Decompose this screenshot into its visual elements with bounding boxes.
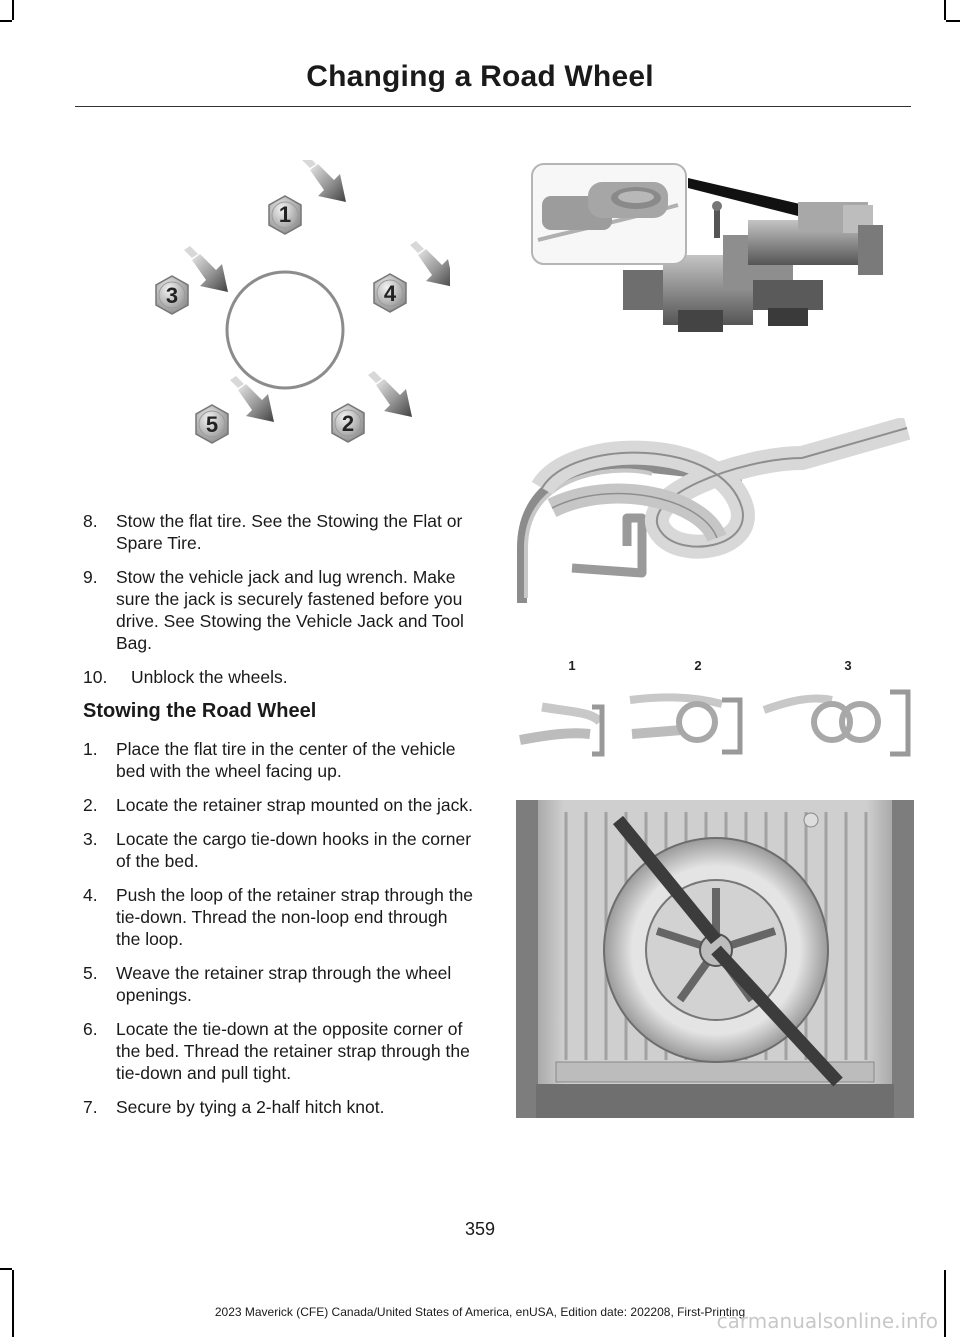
step-number: 7. <box>83 1097 98 1117</box>
step-5: 5. Weave the retainer strap through the … <box>83 962 475 1006</box>
step-8: 8. Stow the flat tire. See the Stowing t… <box>83 510 475 554</box>
lug-nut-label-2: 2 <box>342 411 354 436</box>
step-9: 9. Stow the vehicle jack and lug wrench.… <box>83 566 475 654</box>
step-2: 2. Locate the retainer strap mounted on … <box>83 794 475 816</box>
step-number: 2. <box>83 795 98 815</box>
lug-nut-sequence-figure: 1 4 3 2 5 <box>155 160 450 444</box>
knot-step-1 <box>519 702 605 757</box>
knot-step-2 <box>629 693 743 755</box>
half-hitch-knot-figure <box>517 418 911 603</box>
step-number: 9. <box>83 567 98 587</box>
step-4: 4. Push the loop of the retainer strap t… <box>83 884 475 950</box>
crop-mark <box>944 1270 946 1337</box>
jack-body <box>623 201 883 332</box>
truck-bed-figure <box>516 800 914 1118</box>
crop-mark <box>12 1270 14 1337</box>
page-number: 359 <box>464 1219 496 1239</box>
header-divider <box>75 106 911 107</box>
page-footer: 2023 Maverick (CFE) Canada/United States… <box>214 1305 746 1319</box>
step-text: Secure by tying a 2-half hitch knot. <box>116 1097 385 1117</box>
step-1: 1. Place the flat tire in the center of … <box>83 738 475 782</box>
lug-nut-label-5: 5 <box>206 412 218 437</box>
crop-mark <box>0 1268 12 1270</box>
step-text: Unblock the wheels. <box>131 667 288 687</box>
step-text: Stow the vehicle jack and lug wrench. Ma… <box>116 567 464 653</box>
step-number: 3. <box>83 829 98 849</box>
crop-mark <box>0 20 12 22</box>
step-text: Weave the retainer strap through the whe… <box>116 963 452 1005</box>
step-number: 10. <box>83 667 108 687</box>
lug-nut-4: 4 <box>373 241 450 313</box>
section-heading: Stowing the Road Wheel <box>83 700 317 722</box>
bed-anchor <box>803 812 819 828</box>
step-text: Locate the retainer strap mounted on the… <box>116 795 474 815</box>
step-3: 3. Locate the cargo tie-down hooks in th… <box>83 828 475 872</box>
step-number: 6. <box>83 1019 98 1039</box>
callout-pointer <box>688 178 800 216</box>
crop-mark <box>946 20 960 22</box>
lug-nut-3: 3 <box>155 246 228 315</box>
step-number: 5. <box>83 963 98 983</box>
step-7: 7. Secure by tying a 2-half hitch knot. <box>83 1096 475 1118</box>
step-text: Locate the cargo tie-down hooks in the c… <box>116 829 472 871</box>
strap-detail-inset <box>531 163 687 265</box>
wheel-hub-circle <box>225 270 345 390</box>
knot-steps-figure: 1 2 3 <box>519 658 911 757</box>
crop-mark <box>944 0 946 20</box>
step-number: 8. <box>83 511 98 531</box>
lug-nut-5: 5 <box>195 376 274 444</box>
lug-nut-2: 2 <box>331 371 412 443</box>
step-text: Locate the tie-down at the opposite corn… <box>116 1019 470 1083</box>
lug-nut-1: 1 <box>268 160 346 235</box>
watermark: carmanualsonline.info <box>716 1309 938 1333</box>
step-text: Place the flat tire in the center of the… <box>116 739 456 781</box>
knot-step-label-3: 3 <box>844 658 851 673</box>
jack-strap-figure <box>531 163 883 332</box>
lug-nut-label-3: 3 <box>166 283 178 308</box>
lug-nut-label-1: 1 <box>279 202 291 227</box>
step-10: 10. Unblock the wheels. <box>83 666 475 688</box>
crop-mark <box>12 0 14 20</box>
retainer-strap <box>612 815 722 945</box>
step-text: Push the loop of the retainer strap thro… <box>116 885 474 949</box>
strap-knot <box>531 418 911 559</box>
step-number: 4. <box>83 885 98 905</box>
knot-step-label-1: 1 <box>568 658 575 673</box>
knot-step-3 <box>762 689 911 757</box>
retainer-strap <box>711 945 843 1087</box>
text-column: 8. Stow the flat tire. See the Stowing t… <box>83 510 475 1130</box>
knot-step-label-2: 2 <box>694 658 701 673</box>
tailgate <box>536 1084 894 1118</box>
lug-nut-label-4: 4 <box>384 281 397 306</box>
step-text: Stow the flat tire. See the Stowing the … <box>116 511 463 553</box>
page-title: Changing a Road Wheel <box>306 60 654 93</box>
step-number: 1. <box>83 739 98 759</box>
step-6: 6. Locate the tie-down at the opposite c… <box>83 1018 475 1084</box>
